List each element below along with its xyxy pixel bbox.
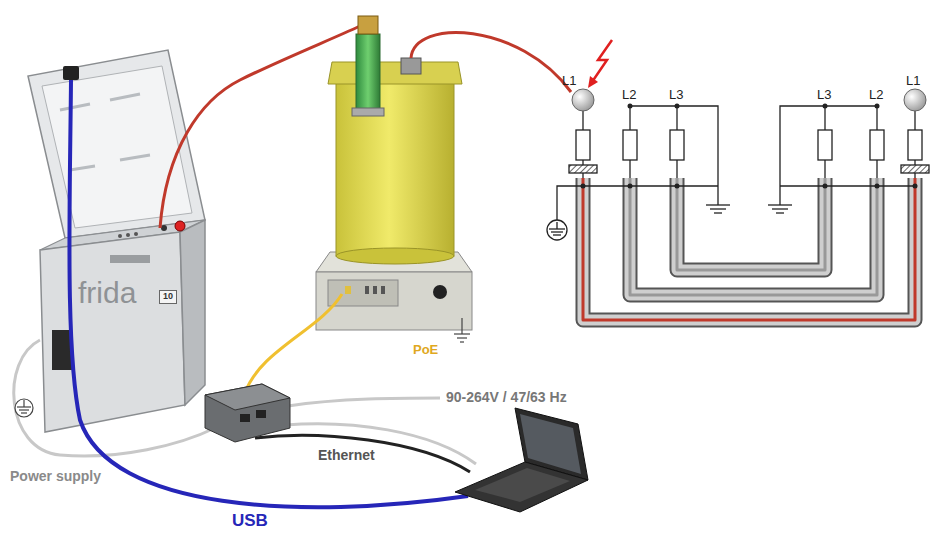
label-text: 90-264V / 47/63 Hz (446, 389, 567, 405)
label-text: USB (232, 511, 268, 531)
label-text: L2 (869, 88, 883, 103)
label-text: L1 (906, 74, 920, 89)
label-text: L3 (817, 88, 831, 103)
model-badge: 10 (159, 290, 177, 304)
label-text: Ethernet (318, 447, 375, 463)
label-text: Power supply (10, 468, 101, 484)
label-text: L3 (669, 88, 683, 103)
device-front: frida 10 (45, 268, 183, 324)
label-text: L2 (622, 88, 636, 103)
label-text: L1 (562, 74, 576, 89)
brand-name: frida (78, 276, 136, 309)
label-text: PoE (413, 343, 438, 358)
